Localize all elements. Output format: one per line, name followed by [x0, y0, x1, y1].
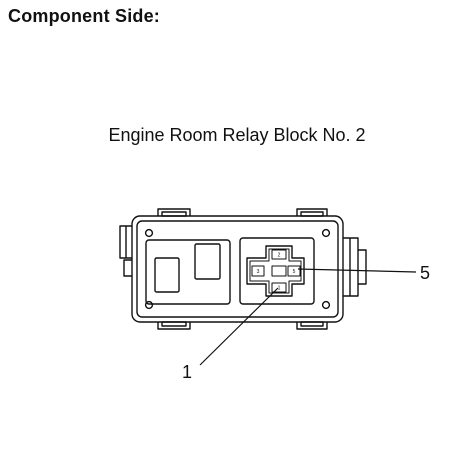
terminal-cavity-top — [271, 249, 287, 260]
mounting-tab-top-left — [157, 208, 191, 217]
leader-line-terminal-1 — [199, 287, 279, 366]
relay-slot-lower — [154, 257, 180, 293]
mounting-hole-bottom-left — [144, 300, 154, 310]
mounting-tab-bottom-right — [296, 321, 328, 330]
relay-block-body — [131, 215, 344, 323]
pin-number-right: 5 — [293, 269, 296, 275]
callout-terminal-1: 1 — [182, 362, 192, 382]
relay-block-body-inner-edge — [136, 220, 339, 318]
leader-line-terminal-5 — [297, 268, 417, 273]
pin-number-left: 3 — [257, 269, 260, 275]
terminal-cavity-center — [271, 265, 287, 277]
side-latch-right — [343, 237, 367, 297]
mounting-tab-bottom-left — [157, 321, 191, 330]
pin-number-bottom: 1 — [278, 286, 281, 292]
relay-slot-upper — [194, 243, 221, 280]
section-heading: Component Side: — [8, 6, 160, 26]
relay-section-left — [145, 239, 231, 305]
mounting-hole-bottom-right — [321, 300, 331, 310]
terminal-cavity-right — [287, 265, 301, 277]
side-latch-left — [119, 225, 132, 277]
mounting-hole-top-right — [321, 228, 331, 238]
mounting-hole-top-left — [144, 228, 154, 238]
pin-number-top: 2 — [278, 253, 281, 259]
callout-terminal-5: 5 — [420, 263, 430, 283]
mounting-tab-top-right — [296, 208, 328, 217]
connector-housing — [246, 245, 305, 297]
component-caption: Engine Room Relay Block No. 2 — [108, 125, 366, 145]
connector-section-right — [239, 237, 315, 305]
terminal-cavity-left — [251, 265, 265, 277]
terminal-cavity-bottom — [271, 282, 287, 293]
connector-housing-inner — [249, 248, 302, 294]
